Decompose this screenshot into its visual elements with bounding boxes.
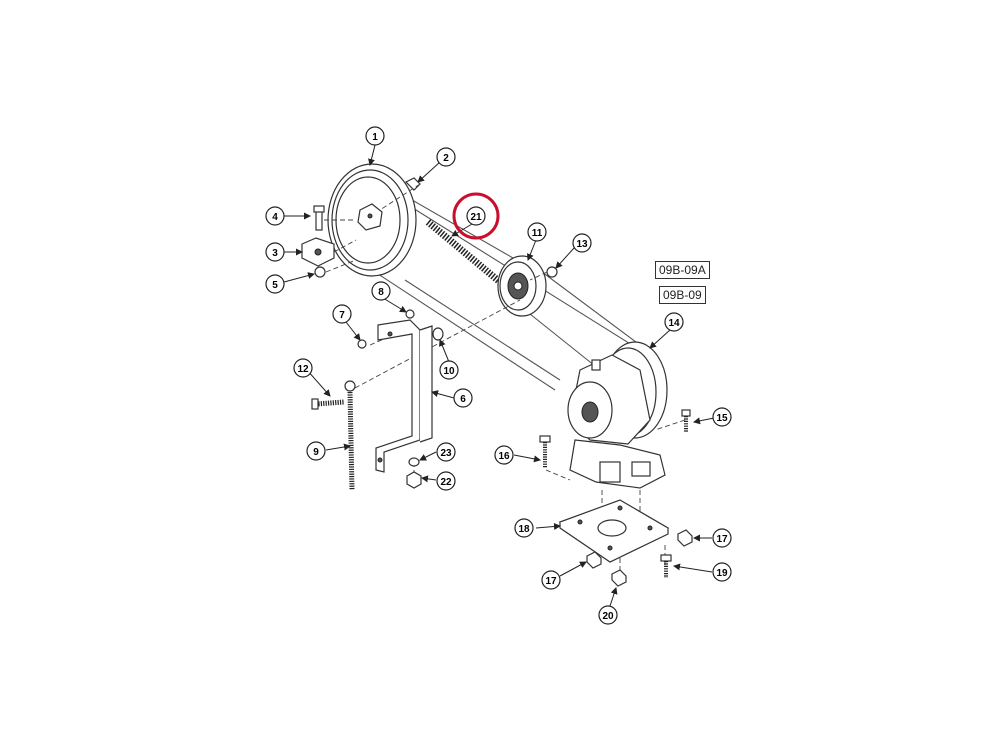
large-pulley-part-1 [327,163,417,277]
bolt-part-19 [660,554,672,578]
svg-text:14: 14 [668,318,680,329]
bolt-part-12 [311,398,345,410]
nut-part-17b [586,551,602,569]
bolt-part-16 [539,435,551,468]
svg-text:10: 10 [443,366,455,377]
nut-part-5 [314,266,326,278]
callout-4: 4 [265,206,285,226]
callout-14: 14 [664,312,684,332]
svg-text:2: 2 [443,153,449,164]
svg-text:19: 19 [716,568,728,579]
svg-text:15: 15 [716,413,728,424]
callout-15: 15 [712,407,732,427]
svg-text:4: 4 [272,212,278,223]
svg-text:5: 5 [272,280,278,291]
callout-2: 2 [436,147,456,167]
bracket-part-6 [375,319,433,473]
callout-1: 1 [365,126,385,146]
callout-10: 10 [439,360,459,380]
bolt-part-15 [681,409,691,432]
mounting-plate-part-18 [558,499,670,563]
svg-text:23: 23 [440,448,452,459]
callout-22: 22 [436,471,456,491]
nut-part-22 [406,471,422,489]
callout-23: 23 [436,442,456,462]
callout-17-right: 17 [712,528,732,548]
svg-text:13: 13 [576,239,588,250]
nut-part-17a [677,529,693,547]
callout-21: 21 [466,206,486,226]
callout-5: 5 [265,274,285,294]
callout-16: 16 [494,445,514,465]
svg-text:12: 12 [297,364,309,375]
svg-text:21: 21 [470,212,482,223]
idler-pulley-part-11 [497,255,547,317]
washer-part-10 [432,327,444,341]
reference-code-09B-09: 09B-09 [659,286,706,304]
callout-18: 18 [514,518,534,538]
nut-part-20 [611,569,627,587]
motor-clutch-part-14 [567,341,668,489]
svg-text:8: 8 [378,287,384,298]
hub-part-3 [301,237,335,267]
callout-20: 20 [598,605,618,625]
callout-3: 3 [265,242,285,262]
callout-11: 11 [527,222,547,242]
svg-text:17: 17 [716,534,728,545]
nut-part-7 [357,339,367,349]
nut-part-23 [408,457,420,467]
svg-text:7: 7 [339,310,345,321]
nut-part-8 [405,309,415,319]
svg-text:6: 6 [460,394,466,405]
callout-6: 6 [453,388,473,408]
callout-12: 12 [293,358,313,378]
callout-7: 7 [332,304,352,324]
svg-text:11: 11 [532,228,543,239]
leader-lines [283,144,715,607]
callout-13: 13 [572,233,592,253]
svg-text:3: 3 [272,248,278,259]
callout-17-left: 17 [541,570,561,590]
svg-text:17: 17 [545,576,557,587]
callout-8: 8 [371,281,391,301]
svg-text:20: 20 [602,611,614,622]
svg-text:9: 9 [313,447,319,458]
callout-9: 9 [306,441,326,461]
bolt-part-4 [313,205,325,231]
reference-code-09B-09A: 09B-09A [655,261,710,279]
svg-text:18: 18 [518,524,530,535]
eye-bolt-part-9 [344,380,356,491]
callout-19: 19 [712,562,732,582]
nut-part-13 [546,266,558,278]
highlight-ring-callout-21 [452,192,500,240]
svg-text:22: 22 [440,477,452,488]
svg-text:1: 1 [372,132,378,143]
svg-text:16: 16 [498,451,510,462]
spring-part-21 [425,219,503,285]
